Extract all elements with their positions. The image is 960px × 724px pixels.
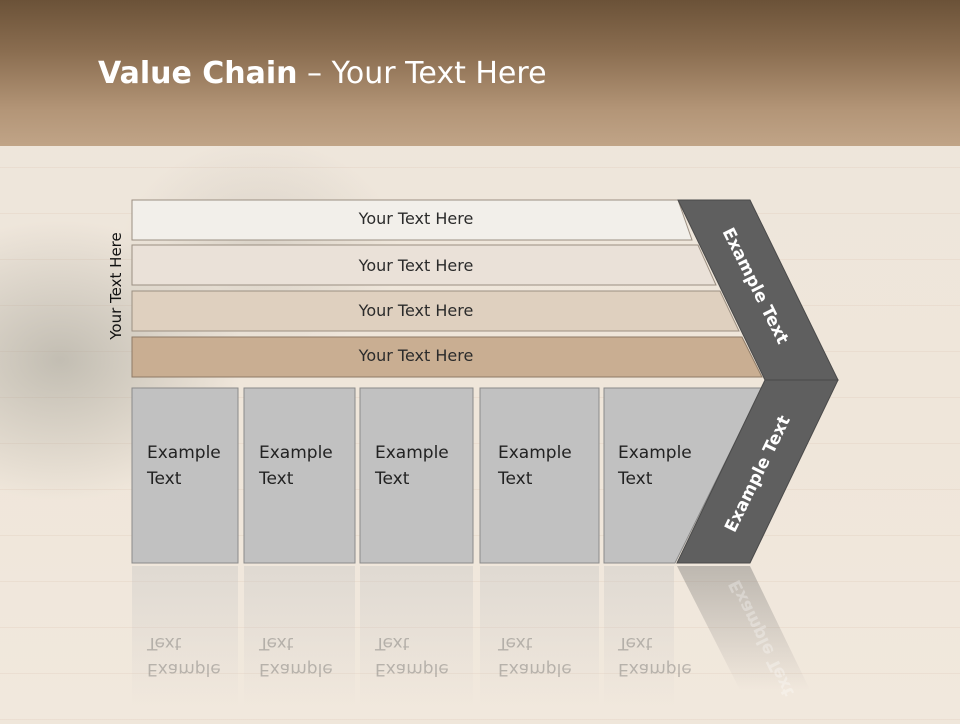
column-label-reflection-3-line2: Text bbox=[375, 633, 410, 653]
column-label-reflection-3: Example Text bbox=[375, 630, 475, 682]
column-box-2[interactable] bbox=[243, 387, 356, 564]
column-label-3-line2: Text bbox=[375, 469, 410, 489]
column-label-reflection-1-line2: Text bbox=[147, 633, 182, 653]
column-box-5[interactable] bbox=[603, 387, 763, 564]
column-label-reflection-1: Example Text bbox=[147, 630, 247, 682]
column-label-reflection-4: Example Text bbox=[498, 630, 598, 682]
row-label-2: Your Text Here bbox=[358, 256, 474, 275]
column-label-1-line2: Text bbox=[147, 469, 182, 489]
column-reflection-4 bbox=[480, 566, 599, 706]
column-label-2-line1: Example bbox=[259, 443, 333, 463]
column-reflection-3 bbox=[360, 566, 473, 706]
column-reflection-1 bbox=[132, 566, 238, 706]
column-label-reflection-5: Example Text bbox=[618, 630, 718, 682]
slide-title-bold: Value Chain bbox=[98, 56, 298, 91]
column-label-reflection-3-line1: Example bbox=[375, 659, 449, 679]
column-box-4[interactable] bbox=[479, 387, 600, 564]
column-label-5-line1: Example bbox=[618, 443, 692, 463]
row-bar-2[interactable] bbox=[131, 244, 717, 286]
column-label-1-line1: Example bbox=[147, 443, 221, 463]
column-label-5-line2: Text bbox=[618, 469, 653, 489]
column-label-reflection-5-line2: Text bbox=[618, 633, 653, 653]
row-bar-1[interactable] bbox=[131, 199, 693, 241]
chevron-lower[interactable] bbox=[676, 379, 839, 564]
slide-title-rest: – Your Text Here bbox=[297, 56, 547, 91]
row-bar-4[interactable] bbox=[131, 336, 763, 378]
row-label-4: Your Text Here bbox=[358, 346, 474, 365]
row-label-1: Your Text Here bbox=[358, 209, 474, 228]
column-label-4-line1: Example bbox=[498, 443, 572, 463]
column-label-reflection-2: Example Text bbox=[259, 630, 359, 682]
column-label-reflection-4-line1: Example bbox=[498, 659, 572, 679]
column-label-reflection-5-line1: Example bbox=[618, 659, 692, 679]
column-label-4-line2: Text bbox=[498, 469, 533, 489]
column-label-2-line2: Text bbox=[259, 469, 294, 489]
column-reflection-2 bbox=[244, 566, 355, 706]
column-label-reflection-4-line2: Text bbox=[498, 633, 533, 653]
column-box-3[interactable] bbox=[359, 387, 474, 564]
column-label-reflection-2-line2: Text bbox=[259, 633, 294, 653]
title-bar bbox=[0, 0, 960, 146]
row-bar-3[interactable] bbox=[131, 290, 740, 332]
column-box-1[interactable] bbox=[131, 387, 239, 564]
column-label-3-line1: Example bbox=[375, 443, 449, 463]
chevron-reflection bbox=[677, 566, 810, 690]
column-label-reflection-2-line1: Example bbox=[259, 659, 333, 679]
row-label-3: Your Text Here bbox=[358, 301, 474, 320]
slide-title: Value Chain – Your Text Here bbox=[98, 54, 547, 94]
column-label-reflection-1-line1: Example bbox=[147, 659, 221, 679]
column-reflection-5 bbox=[604, 566, 674, 706]
